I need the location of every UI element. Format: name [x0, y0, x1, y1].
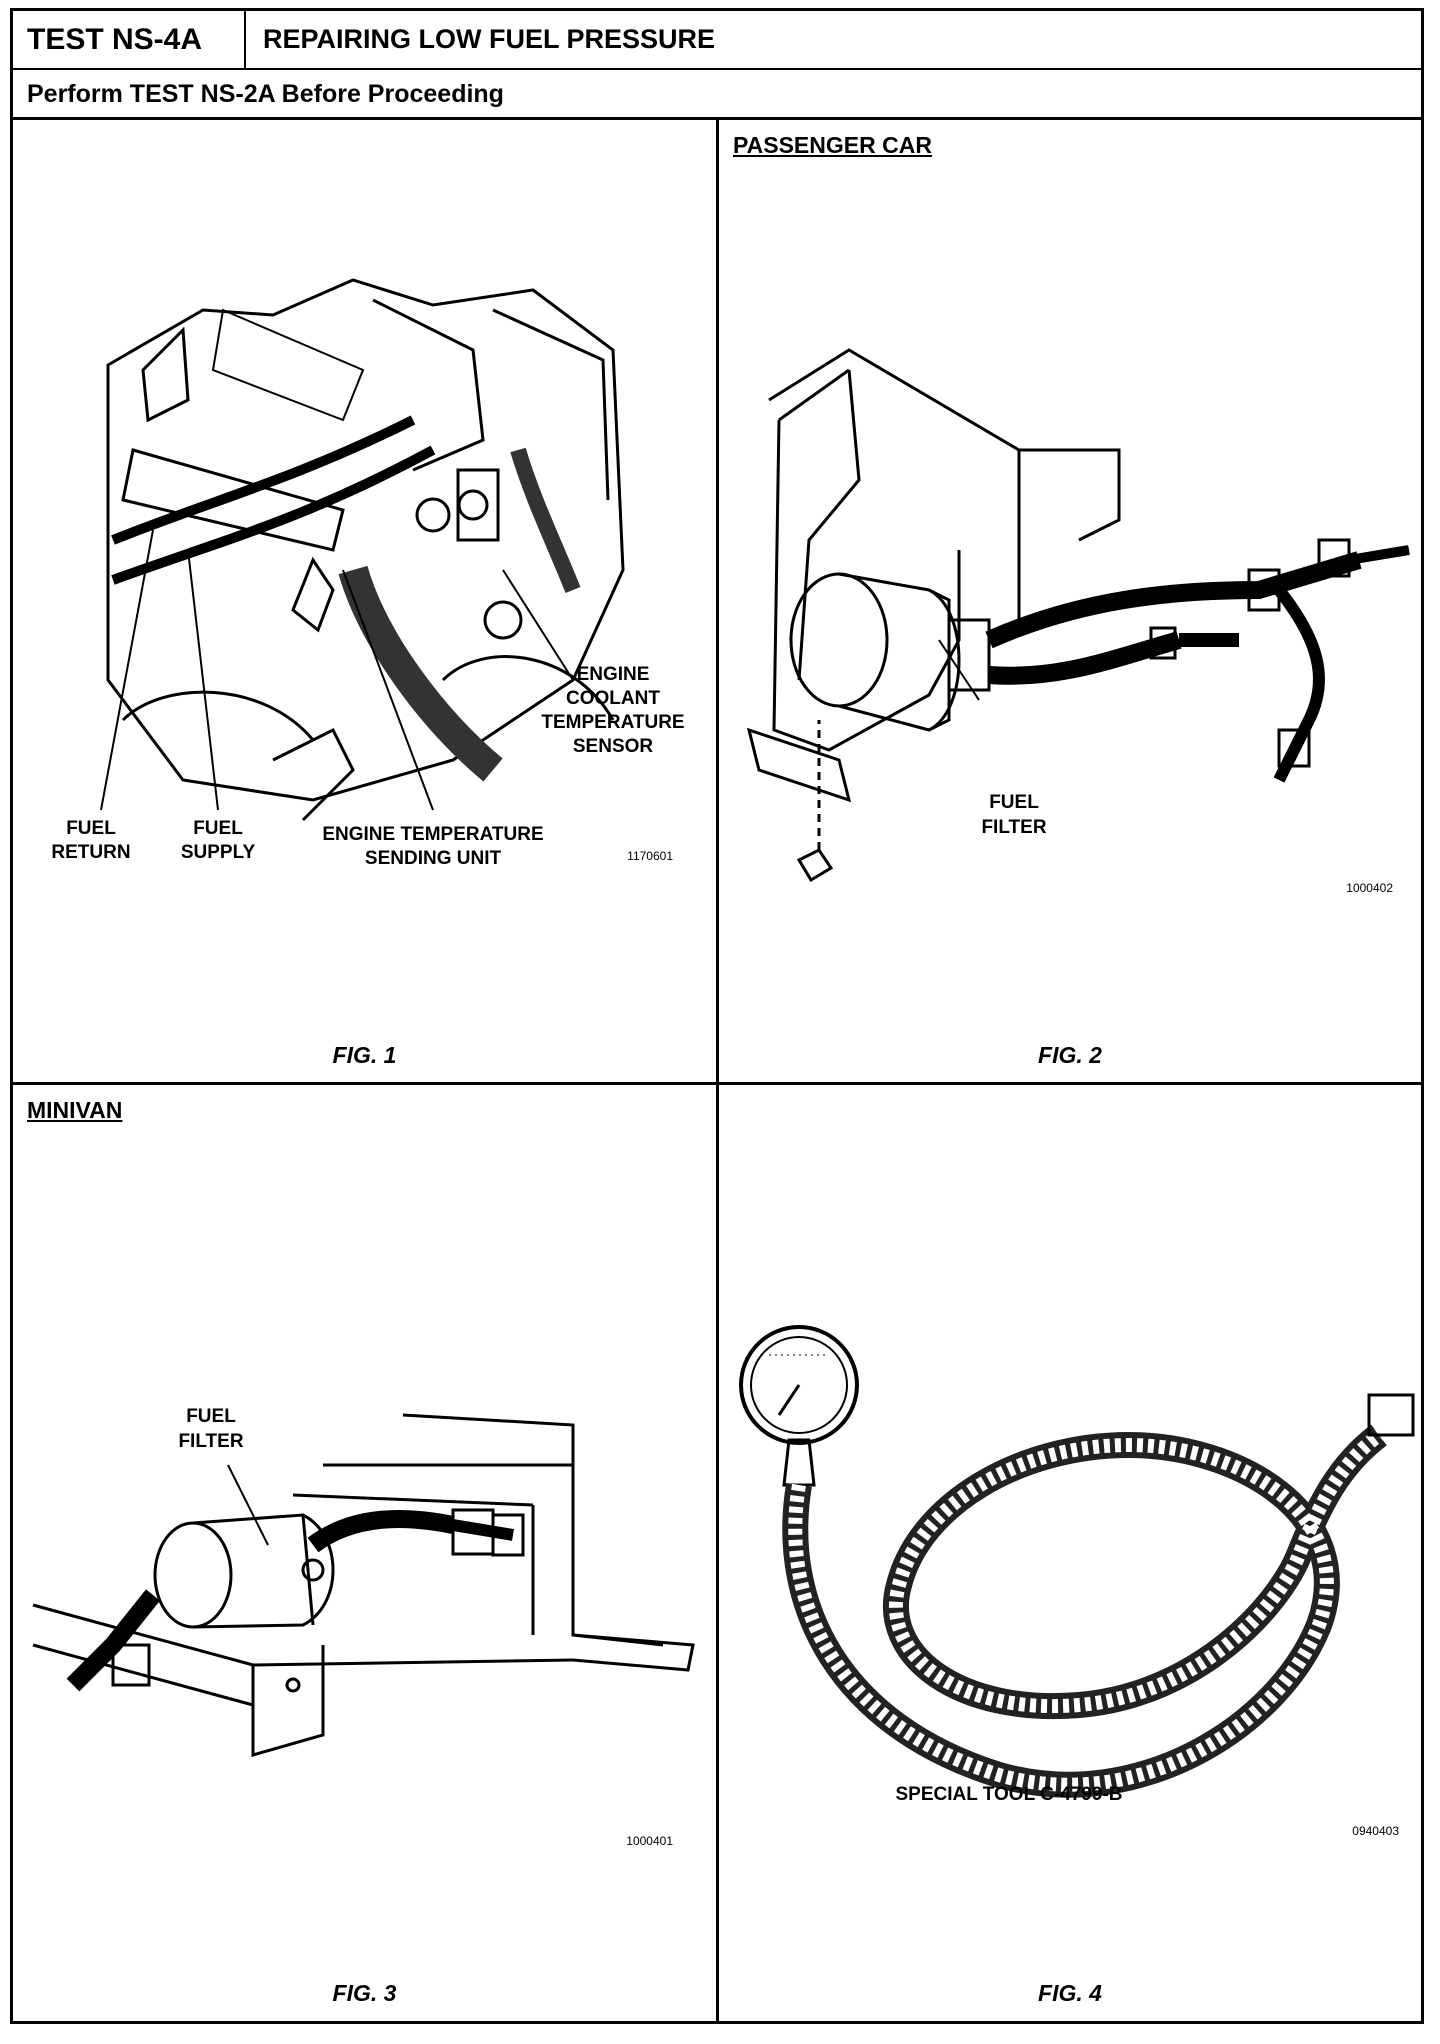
figure-2-panel: PASSENGER CAR	[719, 120, 1421, 1082]
figure-4-ref-number: 0940403	[1352, 1824, 1399, 1838]
label-engine-temp-unit-1: ENGINE TEMPERATURE	[322, 824, 543, 845]
figure-1-panel: FUEL RETURN FUEL SUPPLY ENGINE TEMPERATU…	[13, 120, 716, 1082]
label-fuel-filter-3-1: FUEL	[186, 1406, 236, 1427]
figure-2-heading: PASSENGER CAR	[733, 132, 932, 158]
figure-3-fuel-filter-illustration: FUEL FILTER 1000401	[32, 1406, 695, 1848]
label-fuel-filter-1: FUEL	[989, 792, 1039, 813]
label-fuel-filter-2: FILTER	[981, 817, 1046, 838]
label-engine-temp-unit-2: SENDING UNIT	[365, 848, 502, 869]
figure-1-engine-illustration: FUEL RETURN FUEL SUPPLY ENGINE TEMPERATU…	[51, 278, 685, 869]
label-fuel-return-2: RETURN	[51, 842, 130, 863]
label-coolant-sensor-1: ENGINE	[577, 664, 650, 685]
figure-2-ref-number: 1000402	[1346, 881, 1393, 895]
figure-3-heading: MINIVAN	[27, 1097, 123, 1123]
figure-4-pressure-gauge-illustration: SPECIAL TOOL C-4799-B 0940403	[739, 1325, 1415, 1838]
figure-4-caption: FIG. 4	[1038, 1980, 1102, 2006]
figure-3-panel: MINIVAN	[13, 1085, 716, 2024]
figure-3-ref-number: 1000401	[626, 1834, 673, 1848]
prerequisite-note: Perform TEST NS-2A Before Proceeding	[13, 70, 1421, 120]
grid-divider-horizontal	[13, 1082, 1421, 1085]
label-coolant-sensor-3: TEMPERATURE	[541, 712, 684, 733]
figure-2-caption: FIG. 2	[1038, 1042, 1102, 1068]
header-row: TEST NS-4A REPAIRING LOW FUEL PRESSURE	[13, 11, 1421, 70]
test-id: TEST NS-4A	[13, 11, 246, 68]
figure-1-ref-number: 1170601	[627, 849, 673, 863]
test-sheet: TEST NS-4A REPAIRING LOW FUEL PRESSURE P…	[10, 8, 1424, 2024]
label-fuel-supply-2: SUPPLY	[181, 842, 256, 863]
figure-2-fuel-filter-illustration: FUEL FILTER 1000402	[746, 348, 1410, 895]
label-coolant-sensor-2: COOLANT	[566, 688, 660, 709]
label-fuel-filter-3-2: FILTER	[178, 1431, 243, 1452]
label-fuel-supply-1: FUEL	[193, 818, 243, 839]
label-coolant-sensor-4: SENSOR	[573, 736, 654, 757]
figure-4-panel: SPECIAL TOOL C-4799-B 0940403 FIG. 4	[719, 1085, 1421, 2024]
label-special-tool: SPECIAL TOOL C-4799-B	[895, 1784, 1122, 1805]
figure-1-caption: FIG. 1	[332, 1042, 397, 1068]
label-fuel-return-1: FUEL	[66, 818, 116, 839]
grid-divider-vertical	[716, 120, 719, 2024]
test-title: REPAIRING LOW FUEL PRESSURE	[263, 24, 716, 54]
figure-3-caption: FIG. 3	[332, 1980, 397, 2006]
